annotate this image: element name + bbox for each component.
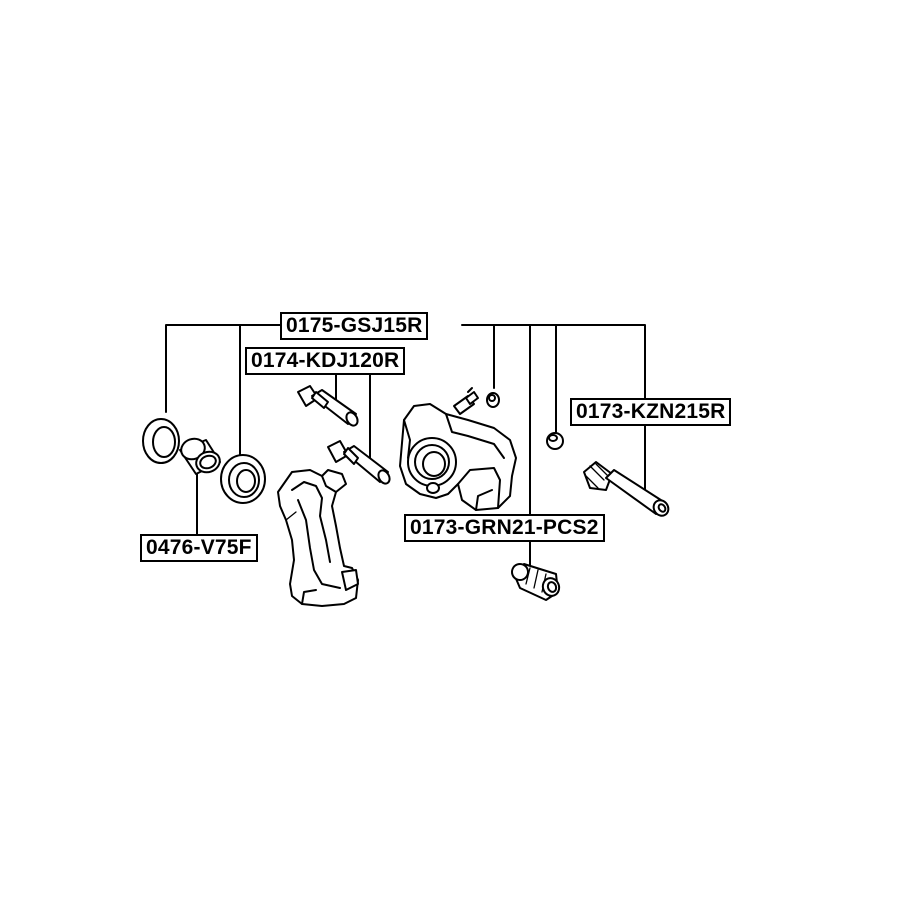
pin-boot-part	[511, 563, 561, 601]
label-guide-pin: 0173-KZN215R	[570, 398, 732, 426]
caliper-body	[399, 403, 517, 511]
label-pin-boot-set: 0173-GRN21-PCS2	[404, 514, 605, 542]
caliper-bracket	[277, 469, 359, 607]
bleeder-cap	[486, 392, 500, 408]
label-caliper-repair-kit: 0175-GSJ15R	[280, 312, 429, 340]
guide-pin-part	[583, 461, 670, 517]
piston-seal	[220, 454, 266, 504]
dust-seal-ring	[142, 418, 180, 464]
label-guide-pin-set: 0174-KDJ120R	[245, 347, 406, 375]
leader-lines-caliper-repair-kit	[165, 324, 646, 515]
label-piston: 0476-V75F	[140, 534, 258, 562]
pin-sleeve	[546, 432, 564, 450]
guide-bolt-upper	[297, 385, 359, 427]
piston-part	[179, 437, 221, 475]
bleeder-screw	[453, 387, 479, 415]
guide-bolt-lower	[327, 440, 391, 485]
